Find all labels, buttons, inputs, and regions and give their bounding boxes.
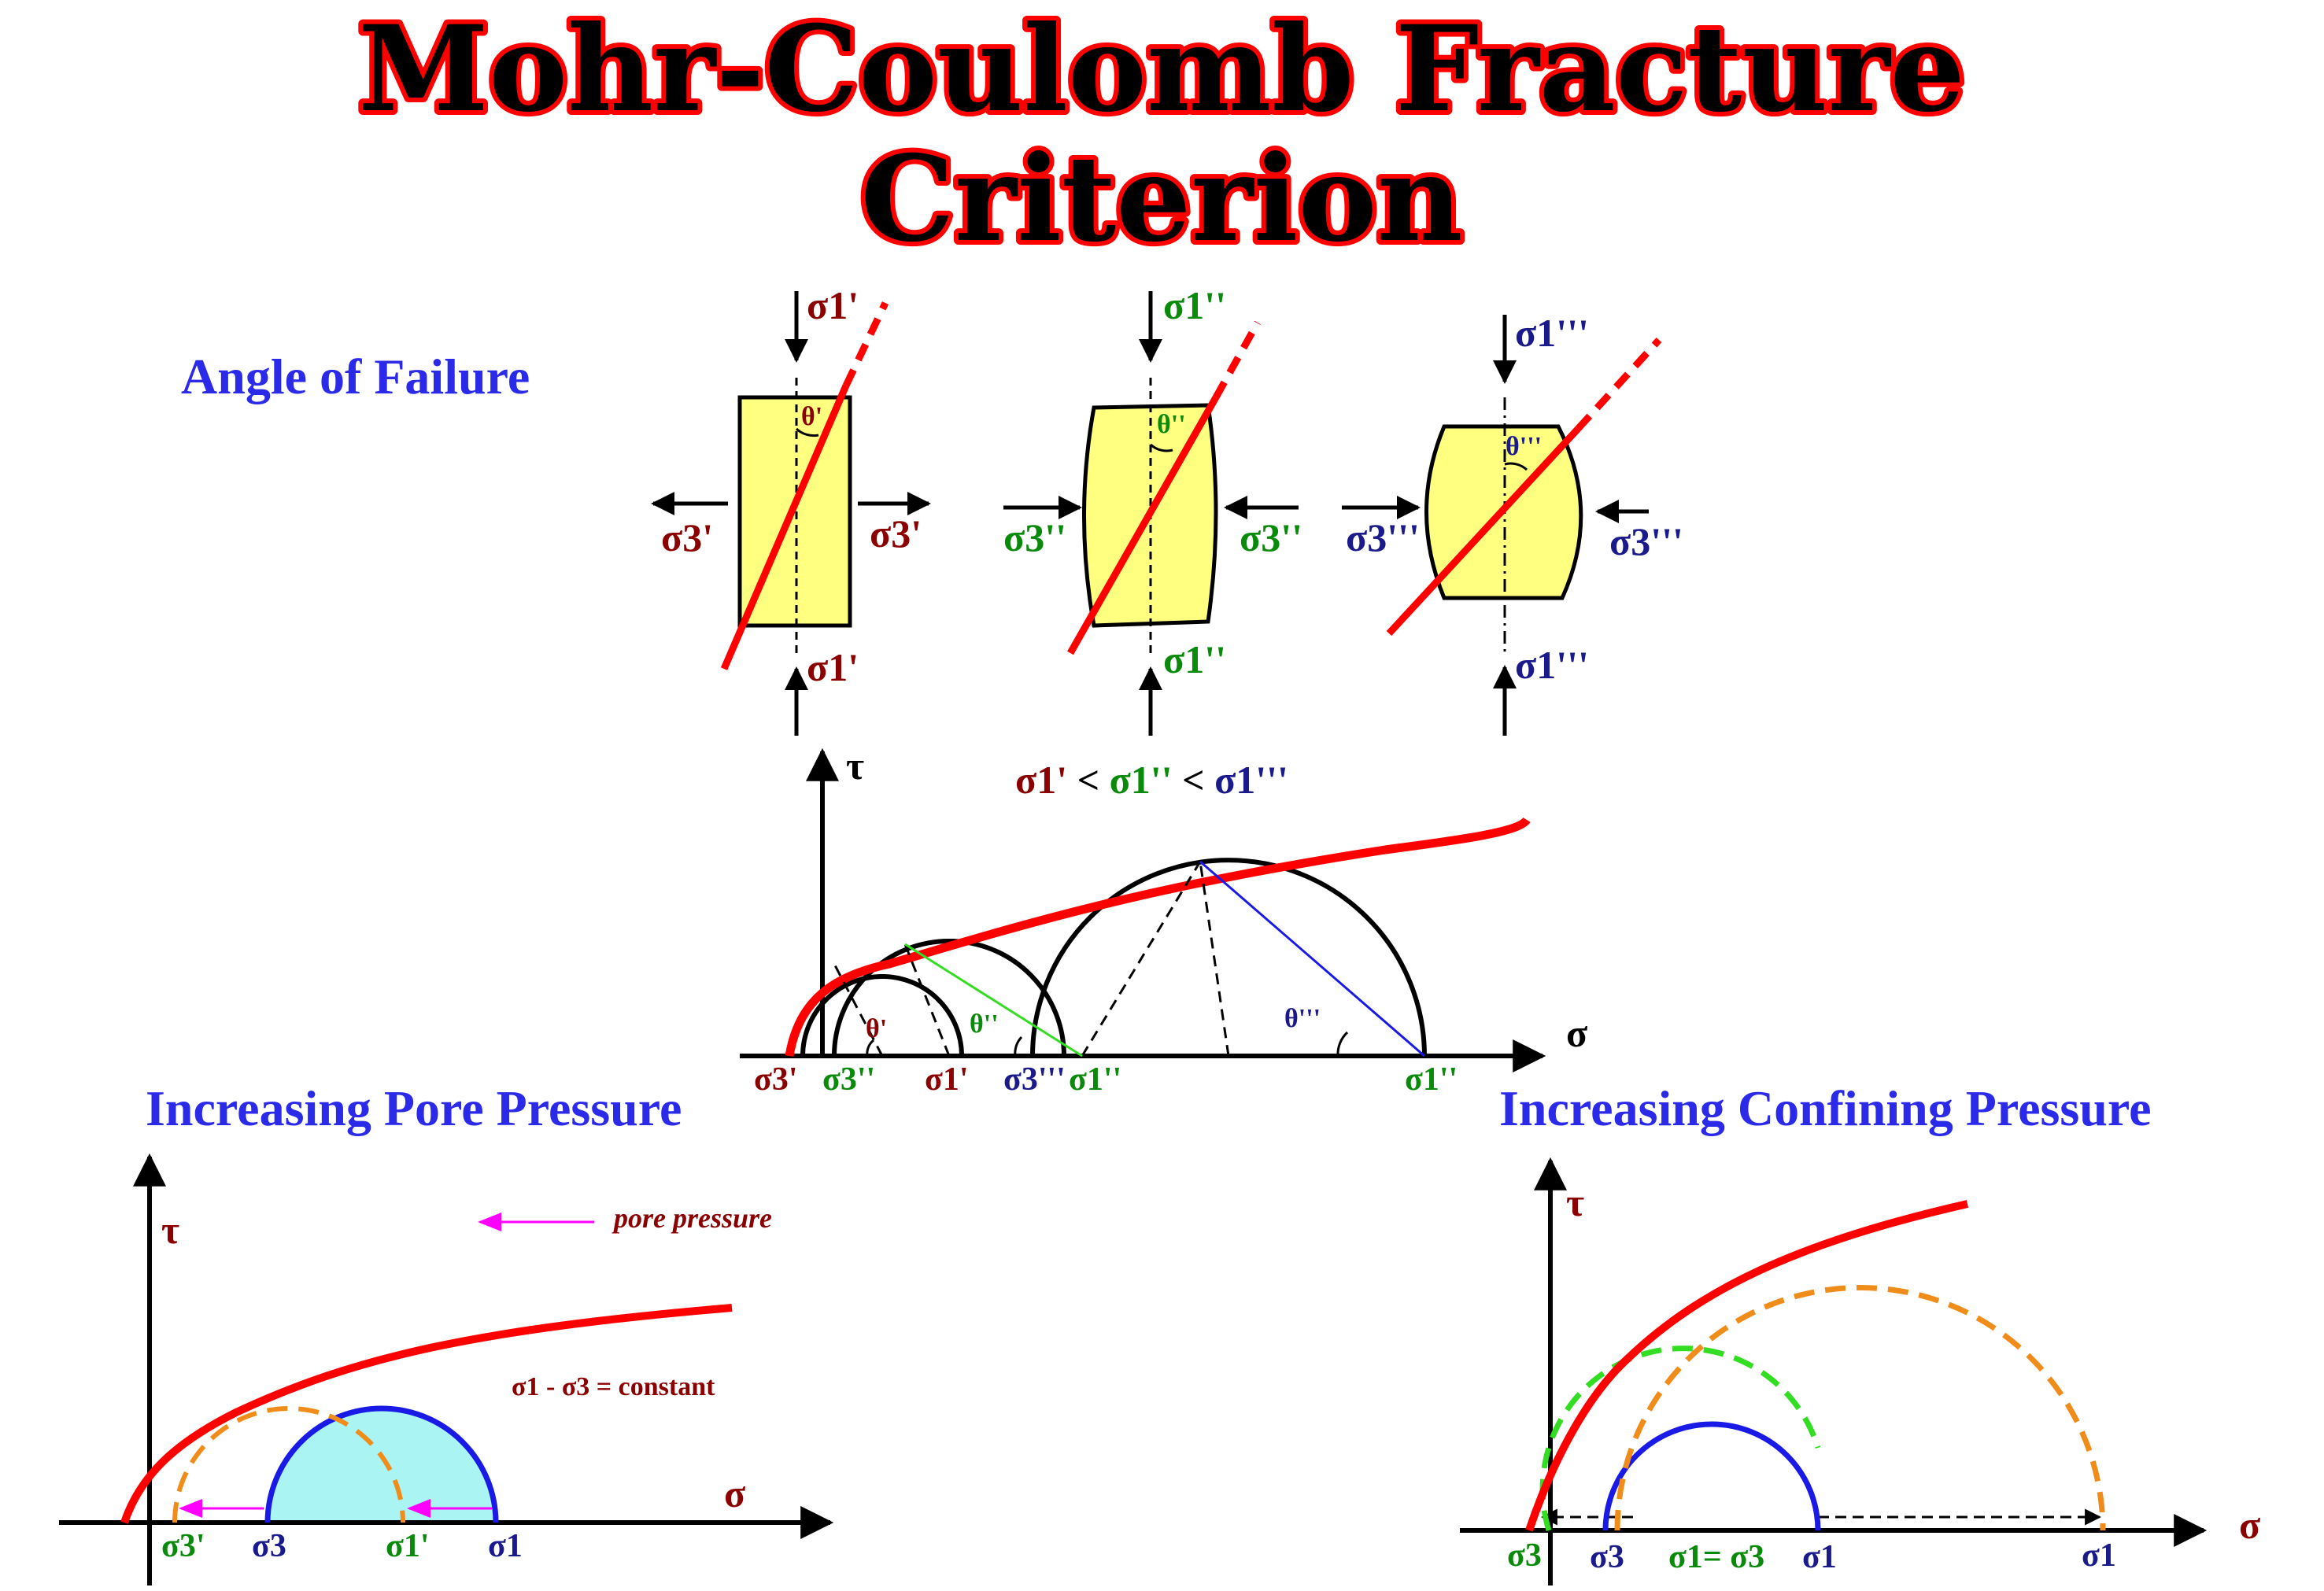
sample-2-theta-label: θ'' bbox=[1157, 410, 1186, 439]
title-line-2: Criterion bbox=[860, 130, 1462, 268]
sample-2-left-label: σ3'' bbox=[1003, 515, 1066, 559]
angle-arc-3 bbox=[1336, 1031, 1349, 1057]
sample-1-angle-arc bbox=[795, 427, 819, 437]
sample-3-left-label: σ3''' bbox=[1346, 515, 1420, 559]
middle-tick-s3-prime: σ3' bbox=[754, 1061, 798, 1098]
confining-tick-s1-right: σ1 bbox=[2082, 1537, 2116, 1574]
confining-tick-s1-eq-s3: σ1= σ3 bbox=[1668, 1539, 1764, 1575]
middle-tick-s1-dprime: σ1'' bbox=[1069, 1061, 1121, 1098]
pore-tick-s1: σ1 bbox=[488, 1528, 523, 1564]
heading-pore-pressure: Increasing Pore Pressure bbox=[146, 1080, 682, 1136]
inequality-s1-dprime: σ1'' bbox=[1110, 758, 1173, 802]
middle-tick-s3-tprime: σ3''' bbox=[1003, 1061, 1066, 1098]
sample-3-fracture-extension bbox=[1575, 337, 1662, 432]
middle-angle-2: θ'' bbox=[970, 1010, 999, 1039]
blue-chord bbox=[1199, 860, 1425, 1058]
mohr-circle-3 bbox=[1030, 858, 1427, 1057]
pore-sigma-label: σ bbox=[724, 1471, 745, 1515]
sample-1: θ' σ1' σ1' σ3' σ3' bbox=[651, 283, 931, 736]
pore-pressure-label: pore pressure bbox=[611, 1202, 772, 1234]
inequality-lt-2: < bbox=[1173, 758, 1215, 802]
sample-2: θ'' σ1'' σ1'' σ3'' σ3'' bbox=[1003, 283, 1302, 736]
pore-tick-s1-prime: σ1' bbox=[386, 1528, 430, 1564]
radius-line-3b bbox=[1199, 861, 1230, 1057]
title-line-1: Mohr-Coulomb Fracture bbox=[358, 0, 1965, 138]
inequality-s1-prime: σ1' bbox=[1015, 758, 1067, 802]
pore-pressure-diagram: τ σ pore pressure σ1 - σ3 = constant σ3'… bbox=[59, 1153, 834, 1585]
confining-tick-s3-left: σ3 bbox=[1507, 1537, 1542, 1574]
sample-3-angle-arc bbox=[1504, 462, 1528, 471]
inequality-s1-tprime: σ1''' bbox=[1214, 758, 1288, 802]
radius-line-2 bbox=[903, 943, 951, 1057]
confining-tick-s1: σ1 bbox=[1802, 1539, 1837, 1575]
sample-2-angle-arc bbox=[1149, 443, 1173, 452]
middle-angle-3: θ''' bbox=[1284, 1004, 1321, 1033]
confining-tick-s3: σ3 bbox=[1590, 1539, 1624, 1575]
angle-arc-1 bbox=[866, 1039, 875, 1057]
confining-failure-envelope bbox=[1525, 1200, 1969, 1532]
sample-1-fracture-line bbox=[720, 384, 850, 670]
radius-line-3a bbox=[1081, 861, 1202, 1057]
confining-tau-label: τ bbox=[1566, 1180, 1584, 1224]
sample-2-top-label: σ1'' bbox=[1163, 283, 1226, 327]
middle-tick-s3-dprime: σ3'' bbox=[822, 1061, 875, 1098]
heading-confining-pressure: Increasing Confining Pressure bbox=[1499, 1080, 2152, 1136]
sample-3-right-label: σ3''' bbox=[1609, 519, 1683, 563]
pore-tau-label: τ bbox=[161, 1208, 179, 1252]
mohr-circle-1 bbox=[800, 974, 964, 1057]
pore-equation: σ1 - σ3 = constant bbox=[512, 1372, 715, 1401]
sample-1-bottom-label: σ1' bbox=[807, 645, 859, 689]
mohr-circle-2 bbox=[832, 939, 1066, 1057]
angle-arc-2 bbox=[1014, 1035, 1023, 1057]
sample-1-top-label: σ1' bbox=[807, 283, 859, 327]
middle-mohr-diagram: τ σ σ1' < σ1'' < σ1''' θ' θ'' θ''' σ3' σ… bbox=[740, 744, 1587, 1098]
inequality-lt-1: < bbox=[1067, 758, 1110, 802]
sample-1-theta-label: θ' bbox=[801, 402, 822, 431]
sample-2-fracture-line bbox=[1067, 395, 1219, 655]
pore-failure-envelope bbox=[120, 1304, 733, 1524]
middle-inequality: σ1' < σ1'' < σ1''' bbox=[1015, 758, 1288, 802]
confining-circle-blue bbox=[1602, 1421, 1821, 1531]
green-chord bbox=[904, 943, 1083, 1058]
middle-tick-s1-prime: σ1' bbox=[925, 1061, 969, 1098]
sample-2-fracture-extension bbox=[1213, 320, 1261, 400]
pore-circle-before bbox=[264, 1405, 499, 1523]
sample-1-left-label: σ3' bbox=[661, 515, 713, 559]
middle-angle-1: θ' bbox=[866, 1014, 887, 1043]
confining-pressure-diagram: τ σ σ3 σ3 σ1= σ3 σ1 σ1 bbox=[1460, 1157, 2260, 1585]
sample-3: θ''' σ1''' σ1''' σ3''' σ3''' bbox=[1342, 311, 1683, 736]
sample-3-top-label: σ1''' bbox=[1515, 311, 1589, 355]
middle-sigma-label: σ bbox=[1566, 1011, 1587, 1055]
sample-3-theta-label: θ''' bbox=[1506, 432, 1542, 461]
sample-1-right-label: σ3' bbox=[870, 511, 922, 556]
confining-circle-orange bbox=[1614, 1285, 2106, 1531]
pore-circle-fill bbox=[268, 1408, 496, 1523]
sample-1-fracture-extension bbox=[842, 301, 889, 387]
pore-tick-s3-prime: σ3' bbox=[161, 1528, 205, 1564]
middle-tau-label: τ bbox=[846, 744, 864, 788]
heading-angle-of-failure: Angle of Failure bbox=[181, 349, 530, 404]
sample-2-bottom-label: σ1'' bbox=[1163, 637, 1226, 681]
pore-tick-s3: σ3 bbox=[252, 1528, 286, 1564]
sample-3-bottom-label: σ1''' bbox=[1515, 643, 1589, 687]
sample-2-right-label: σ3'' bbox=[1240, 515, 1302, 559]
confining-sigma-label: σ bbox=[2239, 1503, 2260, 1547]
confining-circle-green bbox=[1539, 1346, 1821, 1532]
middle-tick-s1-right: σ1'' bbox=[1405, 1061, 1458, 1098]
sample-3-fracture-line bbox=[1386, 426, 1581, 637]
middle-failure-envelope bbox=[785, 817, 1531, 1057]
